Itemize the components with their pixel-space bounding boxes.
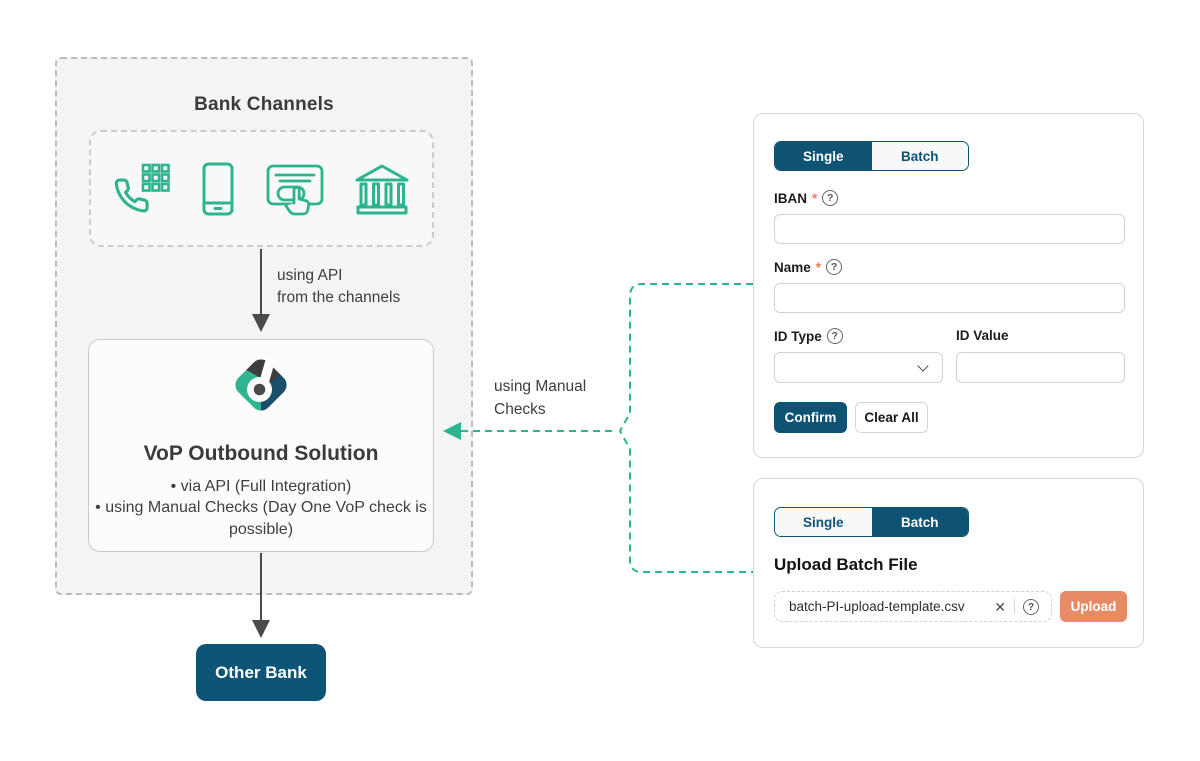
single-card-tab-group: Single Batch xyxy=(774,141,969,171)
id-value-input[interactable] xyxy=(956,352,1125,383)
vop-bullet-list: via API (Full Integration) using Manual … xyxy=(93,476,429,540)
single-check-card: Single Batch IBAN * ? Name * ? ID Type ?… xyxy=(753,113,1144,458)
divider xyxy=(1014,599,1015,614)
upload-button[interactable]: Upload xyxy=(1060,591,1127,622)
selected-file-name: batch-PI-upload-template.csv xyxy=(789,599,965,614)
remove-file-icon[interactable]: ✕ xyxy=(994,598,1006,615)
confirm-button[interactable]: Confirm xyxy=(774,402,847,433)
iban-label: IBAN * ? xyxy=(774,190,839,206)
file-help-icon[interactable]: ? xyxy=(1023,598,1039,615)
id-type-help-icon[interactable]: ? xyxy=(826,328,843,344)
vop-title: VoP Outbound Solution xyxy=(143,442,379,465)
tab-batch[interactable]: Batch xyxy=(871,142,968,170)
tab-single[interactable]: Single xyxy=(775,508,872,536)
name-input[interactable] xyxy=(774,283,1125,313)
api-arrow-label: using API from the channels xyxy=(277,267,401,306)
upload-batch-file-heading: Upload Batch File xyxy=(774,555,918,574)
card-terminal-icon xyxy=(264,160,326,218)
name-help-icon[interactable]: ? xyxy=(826,259,843,275)
vop-logo-icon xyxy=(229,353,293,422)
tab-single[interactable]: Single xyxy=(775,142,872,170)
id-value-label: ID Value xyxy=(956,328,1009,343)
other-bank-label: Other Bank xyxy=(215,662,307,682)
vop-outbound-solution-box: VoP Outbound Solution via API (Full Inte… xyxy=(88,339,434,552)
iban-required-asterisk: * xyxy=(812,190,818,206)
chevron-down-icon xyxy=(917,360,929,372)
tab-batch[interactable]: Batch xyxy=(871,508,968,536)
bank-channels-icon-strip xyxy=(89,130,434,247)
clear-all-button[interactable]: Clear All xyxy=(855,402,928,433)
connector-forms-brace xyxy=(618,283,753,573)
name-required-asterisk: * xyxy=(815,259,822,275)
iban-input[interactable] xyxy=(774,214,1125,244)
vop-bullet-2: using Manual Checks (Day One VoP check i… xyxy=(93,497,429,540)
mobile-phone-icon xyxy=(196,161,240,217)
vop-bullet-1: via API (Full Integration) xyxy=(93,476,429,497)
manual-checks-label: using Manual Checks xyxy=(494,378,587,419)
other-bank-node: Other Bank xyxy=(196,644,326,701)
id-type-select[interactable] xyxy=(774,352,943,383)
batch-card-tab-group: Single Batch xyxy=(774,507,969,537)
name-label: Name * ? xyxy=(774,259,843,275)
bank-channels-title: Bank Channels xyxy=(194,94,334,115)
batch-file-dropzone[interactable]: batch-PI-upload-template.csv ✕ ? xyxy=(774,591,1052,622)
iban-help-icon[interactable]: ? xyxy=(822,190,839,206)
phone-keypad-icon xyxy=(110,161,172,217)
id-type-label: ID Type ? xyxy=(774,328,843,344)
bank-building-icon xyxy=(350,161,414,217)
batch-upload-card: Single Batch Upload Batch File batch-PI-… xyxy=(753,478,1144,648)
